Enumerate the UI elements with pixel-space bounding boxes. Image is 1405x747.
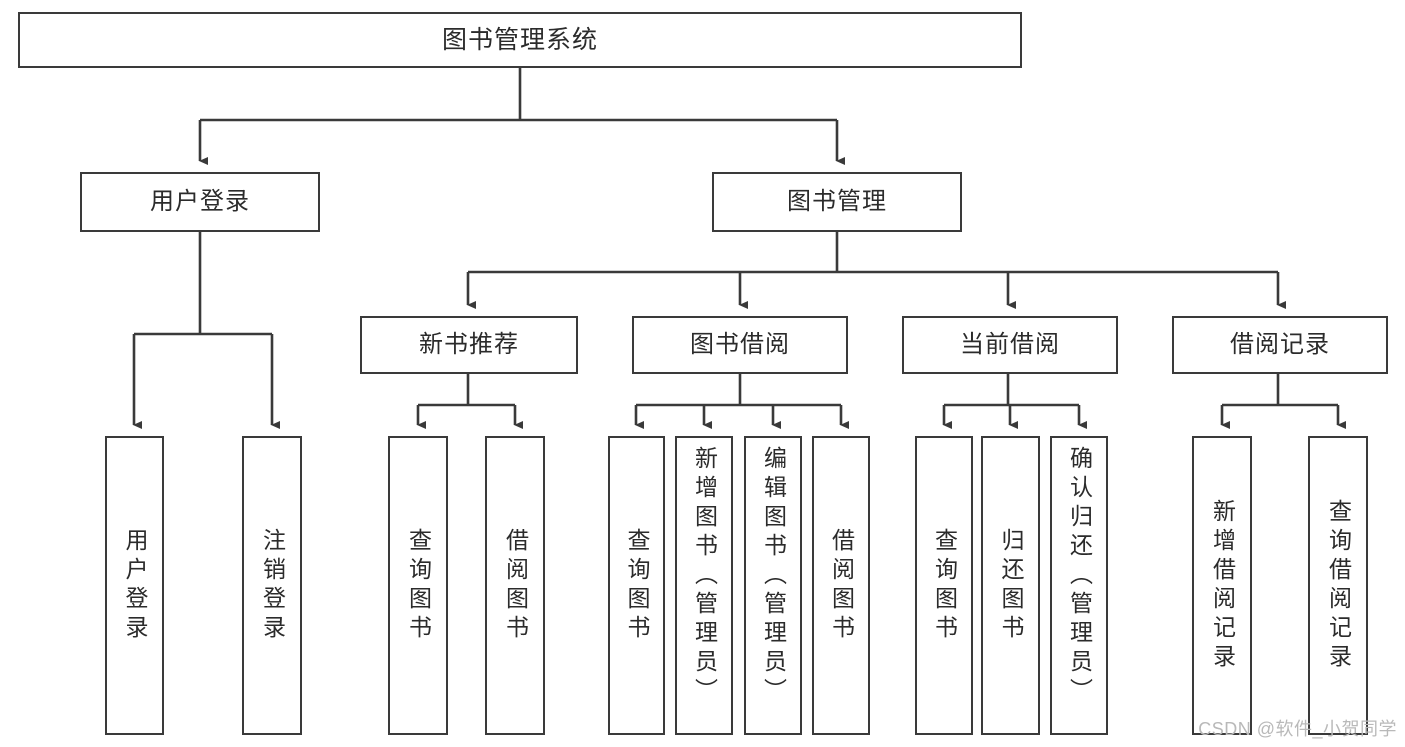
leaf-add-borrow-record[interactable]: 新增借阅记录 xyxy=(1192,436,1252,735)
node-label: 查询图书 xyxy=(931,527,958,644)
node-label: 新书推荐 xyxy=(419,331,519,359)
node-label: 当前借阅 xyxy=(960,331,1060,359)
node-label: 用户登录 xyxy=(150,188,250,216)
leaf-query-book-2[interactable]: 查询图书 xyxy=(608,436,665,735)
watermark-text: CSDN @软件_小贺同学 xyxy=(1198,719,1397,739)
node-label: 图书借阅 xyxy=(690,331,790,359)
node-label: 确认归还（管理员） xyxy=(1066,446,1093,707)
node-book-borrow[interactable]: 图书借阅 xyxy=(632,316,848,374)
leaf-query-book-1[interactable]: 查询图书 xyxy=(388,436,448,735)
node-current-borrow[interactable]: 当前借阅 xyxy=(902,316,1118,374)
node-book-management[interactable]: 图书管理 xyxy=(712,172,962,232)
leaf-logout-login[interactable]: 注销登录 xyxy=(242,436,302,735)
leaf-borrow-book-2[interactable]: 借阅图书 xyxy=(812,436,870,735)
node-label: 注销登录 xyxy=(259,527,286,644)
leaf-query-book-3[interactable]: 查询图书 xyxy=(915,436,973,735)
node-label: 借阅图书 xyxy=(828,527,855,644)
node-label: 新增图书（管理员） xyxy=(691,446,718,707)
node-label: 查询借阅记录 xyxy=(1325,498,1352,673)
node-root-system[interactable]: 图书管理系统 xyxy=(18,12,1022,68)
leaf-add-book-admin[interactable]: 新增图书（管理员） xyxy=(675,436,733,735)
node-label: 查询图书 xyxy=(624,527,650,644)
node-user-login[interactable]: 用户登录 xyxy=(80,172,320,232)
node-new-book-recommend[interactable]: 新书推荐 xyxy=(360,316,578,374)
node-borrow-record[interactable]: 借阅记录 xyxy=(1172,316,1388,374)
node-label: 新增借阅记录 xyxy=(1209,498,1236,673)
node-label: 编辑图书（管理员） xyxy=(760,446,787,707)
node-label: 查询图书 xyxy=(405,527,432,644)
node-label: 归还图书 xyxy=(998,527,1024,644)
node-label: 借阅记录 xyxy=(1230,331,1330,359)
node-label: 用户登录 xyxy=(122,527,148,644)
node-label: 借阅图书 xyxy=(502,527,529,644)
leaf-query-borrow-record[interactable]: 查询借阅记录 xyxy=(1308,436,1368,735)
leaf-borrow-book-1[interactable]: 借阅图书 xyxy=(485,436,545,735)
node-label: 图书管理系统 xyxy=(441,25,598,54)
leaf-return-book[interactable]: 归还图书 xyxy=(981,436,1040,735)
leaf-confirm-return[interactable]: 确认归还（管理员） xyxy=(1050,436,1108,735)
node-label: 图书管理 xyxy=(787,188,887,216)
leaf-edit-book-admin[interactable]: 编辑图书（管理员） xyxy=(744,436,802,735)
leaf-user-login[interactable]: 用户登录 xyxy=(105,436,164,735)
